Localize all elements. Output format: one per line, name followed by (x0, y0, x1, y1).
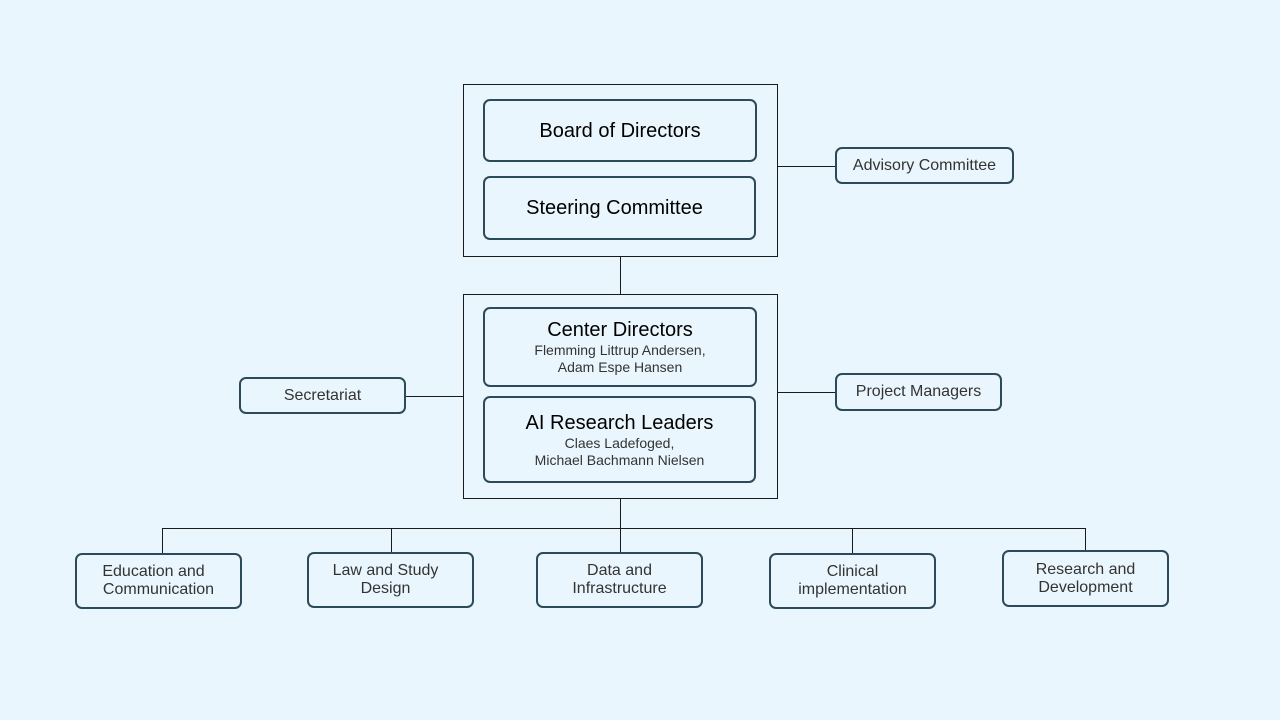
connector-secretariat (405, 396, 464, 397)
unit-label-line1: Data and (587, 562, 652, 579)
connector-top-middle (620, 256, 621, 295)
unit-law-study-design: Law and Study Design (307, 552, 474, 608)
connector-project-managers (777, 392, 836, 393)
advisory-committee-label: Advisory Committee (852, 156, 997, 174)
project-managers-label: Project Managers (855, 383, 982, 400)
unit-label-line2: implementation (798, 581, 907, 598)
board-of-directors-box: Board of Directors (483, 99, 757, 162)
project-managers-box: Project Managers (835, 373, 1002, 411)
secretariat-box: Secretariat (239, 377, 406, 414)
unit-label-line2: Infrastructure (572, 580, 667, 597)
connector-unit-2 (391, 528, 392, 553)
ai-research-leaders-names-line1: Claes Ladefoged, (564, 434, 675, 451)
steering-committee-label: Steering Committee (526, 197, 703, 219)
unit-label-line1: Education and (102, 563, 205, 580)
steering-committee-box: Steering Committee (483, 176, 756, 240)
unit-label-line2: Design (360, 580, 411, 597)
unit-education-communication: Education and Communication (75, 553, 242, 609)
connector-units-bus (162, 528, 1086, 529)
unit-research-development: Research and Development (1002, 550, 1169, 607)
connector-unit-1 (162, 528, 163, 554)
center-directors-names-line2: Adam Espe Hansen (557, 359, 683, 375)
unit-clinical-implementation: Clinical implementation (769, 553, 936, 609)
center-directors-title: Center Directors (547, 319, 693, 341)
unit-label-line2: Development (1038, 578, 1133, 596)
center-directors-names-line1: Flemming Littrup Andersen, (534, 342, 706, 358)
unit-label-line1: Research and (1035, 560, 1136, 578)
connector-unit-3 (620, 528, 621, 553)
ai-research-leaders-title: AI Research Leaders (525, 411, 714, 434)
connector-unit-4 (852, 528, 853, 554)
unit-label-line1: Clinical (826, 563, 879, 580)
unit-label-line2: Communication (102, 581, 215, 598)
ai-research-leaders-box: AI Research Leaders Claes Ladefoged, Mic… (483, 396, 756, 483)
connector-unit-5 (1085, 528, 1086, 551)
ai-research-leaders-names-line2: Michael Bachmann Nielsen (534, 451, 705, 468)
board-of-directors-label: Board of Directors (539, 119, 701, 142)
center-directors-box: Center Directors Flemming Littrup Anders… (483, 307, 757, 387)
advisory-committee-box: Advisory Committee (835, 147, 1014, 184)
unit-label-line1: Law and Study (332, 562, 439, 579)
connector-middle-units (620, 498, 621, 528)
secretariat-label: Secretariat (283, 386, 362, 404)
unit-data-infrastructure: Data and Infrastructure (536, 552, 703, 608)
connector-advisory (777, 166, 836, 167)
